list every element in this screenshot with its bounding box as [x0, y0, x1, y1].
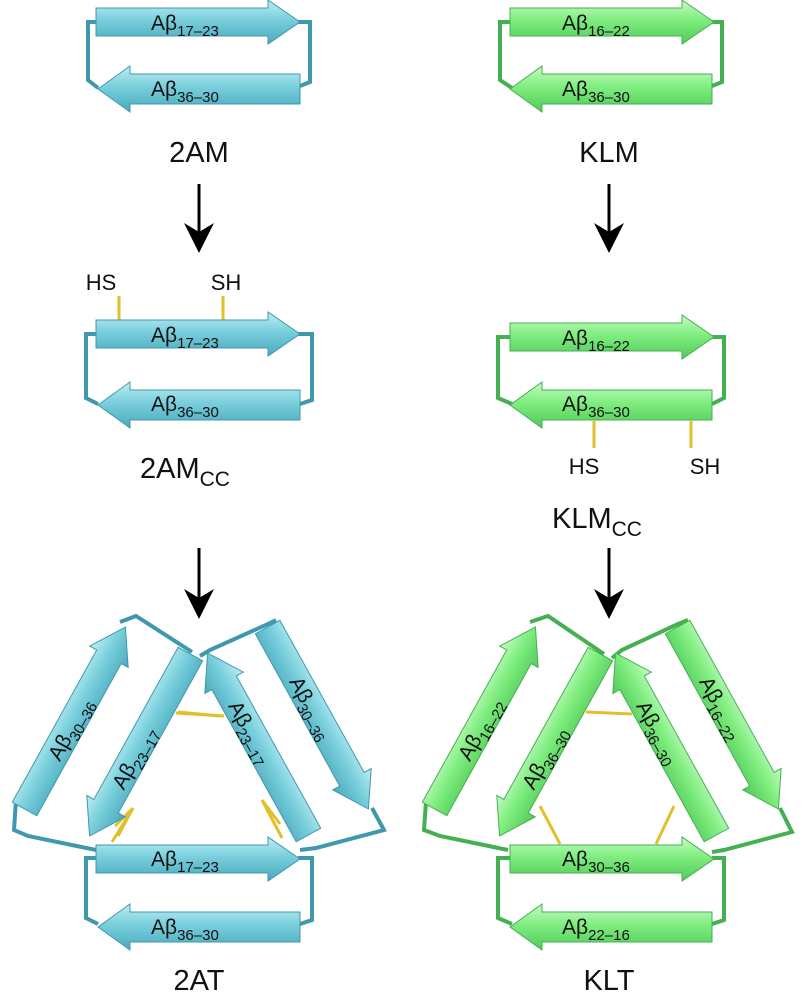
loop — [298, 20, 312, 88]
thiol-label: SH — [211, 270, 242, 295]
strand-arrow — [95, 836, 301, 882]
loop — [84, 332, 99, 406]
strand-arrow — [509, 0, 715, 45]
strand-arrow — [421, 626, 539, 817]
strand-arrow — [254, 619, 372, 810]
hairpin-klm-cc: Aβ16–22 Aβ36–30 HS SH KLMCC — [496, 314, 726, 541]
hairpin-2am: Aβ17–23 Aβ36–30 2AM — [86, 0, 312, 169]
strand-arrow — [509, 903, 713, 951]
svg-text:Aβ17–23: Aβ17–23 — [151, 324, 219, 352]
strand-arrow — [204, 652, 322, 843]
thiol-label: HS — [569, 454, 600, 479]
thiol-label: HS — [86, 270, 117, 295]
svg-text:Aβ30–36: Aβ30–36 — [562, 848, 630, 876]
label-2at: 2AT — [173, 965, 224, 997]
svg-text:Aβ36–30: Aβ36–30 — [562, 393, 630, 421]
strand-arrow — [97, 381, 301, 429]
svg-text:Aβ16–22: Aβ16–22 — [562, 12, 630, 40]
svg-text:Aβ36–30: Aβ36–30 — [151, 393, 219, 421]
strand-arrow — [509, 65, 713, 113]
svg-text:Aβ36–30: Aβ36–30 — [151, 78, 219, 106]
strand-arrow — [664, 619, 782, 810]
svg-text:Aβ22–16: Aβ22–16 — [562, 916, 630, 944]
strand-arrow — [509, 381, 713, 429]
trimer-klt: Aβ16–22 Aβ36–30 Aβ36–30 Aβ16–22 Aβ30–36 … — [421, 613, 795, 997]
strand-arrow — [95, 0, 301, 45]
hairpin-klm: Aβ16–22 Aβ36–30 KLM — [498, 0, 724, 169]
strand-arrow — [11, 626, 129, 817]
loop — [298, 332, 314, 406]
strand-arrow — [509, 314, 715, 360]
strand-arrow — [496, 646, 614, 837]
strand-arrow — [509, 836, 715, 882]
thiol-label: SH — [690, 454, 721, 479]
label-klm-cc: KLMCC — [552, 503, 642, 541]
label-2am: 2AM — [169, 137, 229, 169]
strand-arrow — [95, 311, 301, 357]
strand-arrow — [97, 65, 301, 113]
svg-text:Aβ17–23: Aβ17–23 — [151, 12, 219, 40]
label-klt: KLT — [583, 965, 634, 997]
loop — [86, 20, 100, 90]
trimer-2at: Aβ30–36 Aβ23–17 Aβ23–17 Aβ30–36 Aβ17–23 … — [11, 613, 387, 997]
strand-arrow — [612, 652, 730, 843]
hairpin-2am-cc: HS SH Aβ17–23 Aβ36–30 2AMCC — [84, 270, 314, 491]
label-klm: KLM — [579, 137, 639, 169]
svg-text:Aβ36–30: Aβ36–30 — [151, 916, 219, 944]
strand-arrow — [97, 903, 301, 951]
svg-text:Aβ16–22: Aβ16–22 — [562, 327, 630, 355]
strand-arrow — [86, 646, 204, 837]
svg-text:Aβ17–23: Aβ17–23 — [151, 848, 219, 876]
label-2am-cc: 2AMCC — [140, 453, 230, 491]
svg-text:Aβ36–30: Aβ36–30 — [562, 78, 630, 106]
